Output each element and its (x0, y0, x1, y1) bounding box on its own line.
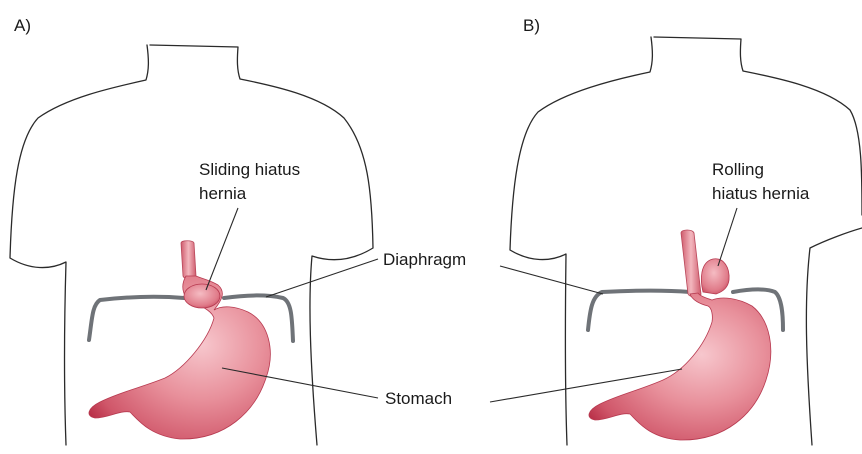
esophagus-b (681, 230, 701, 297)
stomach-label: Stomach (385, 389, 452, 408)
hernia-leader-a (206, 208, 238, 290)
hernia-bulge-b (701, 259, 729, 294)
diaphragm-leader-a (266, 259, 378, 297)
esophagus-a (181, 241, 196, 279)
stomach-b (589, 293, 771, 440)
hernia-label-b-line1: Rolling (712, 160, 764, 179)
diaphragm-label: Diaphragm (383, 250, 466, 269)
panel-a-label: A) (14, 16, 31, 35)
hernia-label-b-line2: hiatus hernia (712, 184, 810, 203)
hernia-label-a-line2: hernia (199, 184, 247, 203)
hernia-bulge-a (184, 284, 220, 308)
panel-b-label: B) (523, 16, 540, 35)
panel-a: A) Sliding hiatus hernia (10, 16, 373, 445)
stomach-a (89, 276, 270, 439)
hernia-label-a-line1: Sliding hiatus (199, 160, 300, 179)
diaphragm-leader-b (500, 266, 603, 294)
hernia-leader-b (718, 208, 737, 266)
panel-b: B) Rolling hiatus hernia (510, 16, 862, 445)
